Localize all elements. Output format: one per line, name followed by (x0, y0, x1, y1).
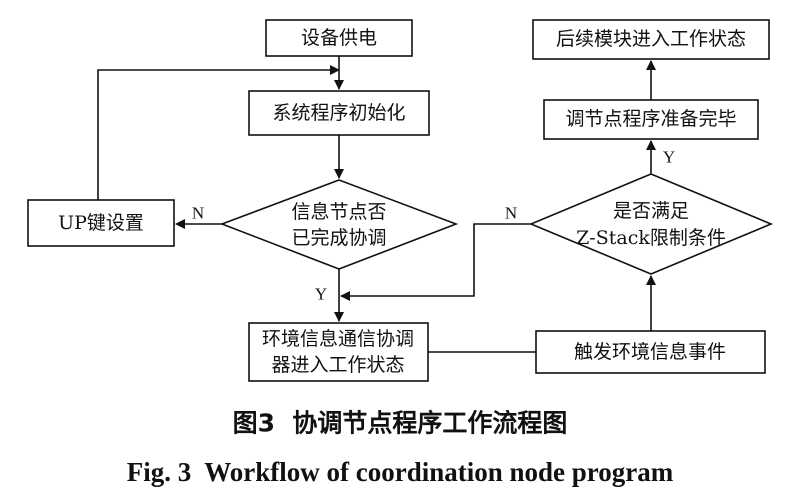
node-decision-zstack-line2: Z-Stack限制条件 (576, 227, 726, 249)
node-decision-coordinated-line1: 信息节点否 (291, 201, 386, 223)
edge-label-coordinated-no: N (192, 204, 204, 223)
node-trigger-event-label: 触发环境信息事件 (574, 341, 726, 363)
figure-caption-english: Fig. 3 Workflow of coordination node pro… (127, 457, 674, 487)
node-decision-coordinated: 信息节点否 已完成协调 (219, 179, 459, 270)
node-coordinator-active-line1: 环境信息通信协调 (262, 328, 414, 350)
edge-label-zstack-no: N (505, 204, 517, 223)
node-power-on-label: 设备供电 (301, 27, 377, 49)
node-system-init: 系统程序初始化 (248, 90, 430, 136)
node-decision-zstack-line1: 是否满足 (613, 200, 689, 222)
node-up-key-setup: UP键设置 (27, 199, 175, 247)
edge-up-key-loop (97, 65, 340, 200)
node-coordinator-active-line2: 器进入工作状态 (271, 354, 404, 376)
edges (97, 56, 656, 353)
figure-caption-chinese: 图3 协调节点程序工作流程图 (233, 409, 568, 438)
node-trigger-event: 触发环境信息事件 (535, 330, 766, 374)
edge-label-coordinated-yes: Y (315, 285, 327, 304)
node-power-on: 设备供电 (265, 19, 413, 57)
node-program-ready: 调节点程序准备完毕 (543, 99, 759, 140)
node-coordinator-active: 环境信息通信协调 器进入工作状态 (248, 322, 429, 382)
edge-label-zstack-yes: Y (663, 148, 675, 167)
node-decision-zstack: 是否满足 Z-Stack限制条件 (528, 173, 774, 275)
node-program-ready-label: 调节点程序准备完毕 (565, 108, 736, 130)
edge-zstack-no-return (340, 223, 531, 301)
node-subsequent-modules: 后续模块进入工作状态 (532, 19, 770, 60)
node-up-key-setup-label: UP键设置 (58, 212, 144, 234)
node-decision-coordinated-line2: 已完成协调 (291, 227, 386, 249)
node-system-init-label: 系统程序初始化 (272, 102, 405, 124)
node-subsequent-modules-label: 后续模块进入工作状态 (556, 28, 746, 50)
